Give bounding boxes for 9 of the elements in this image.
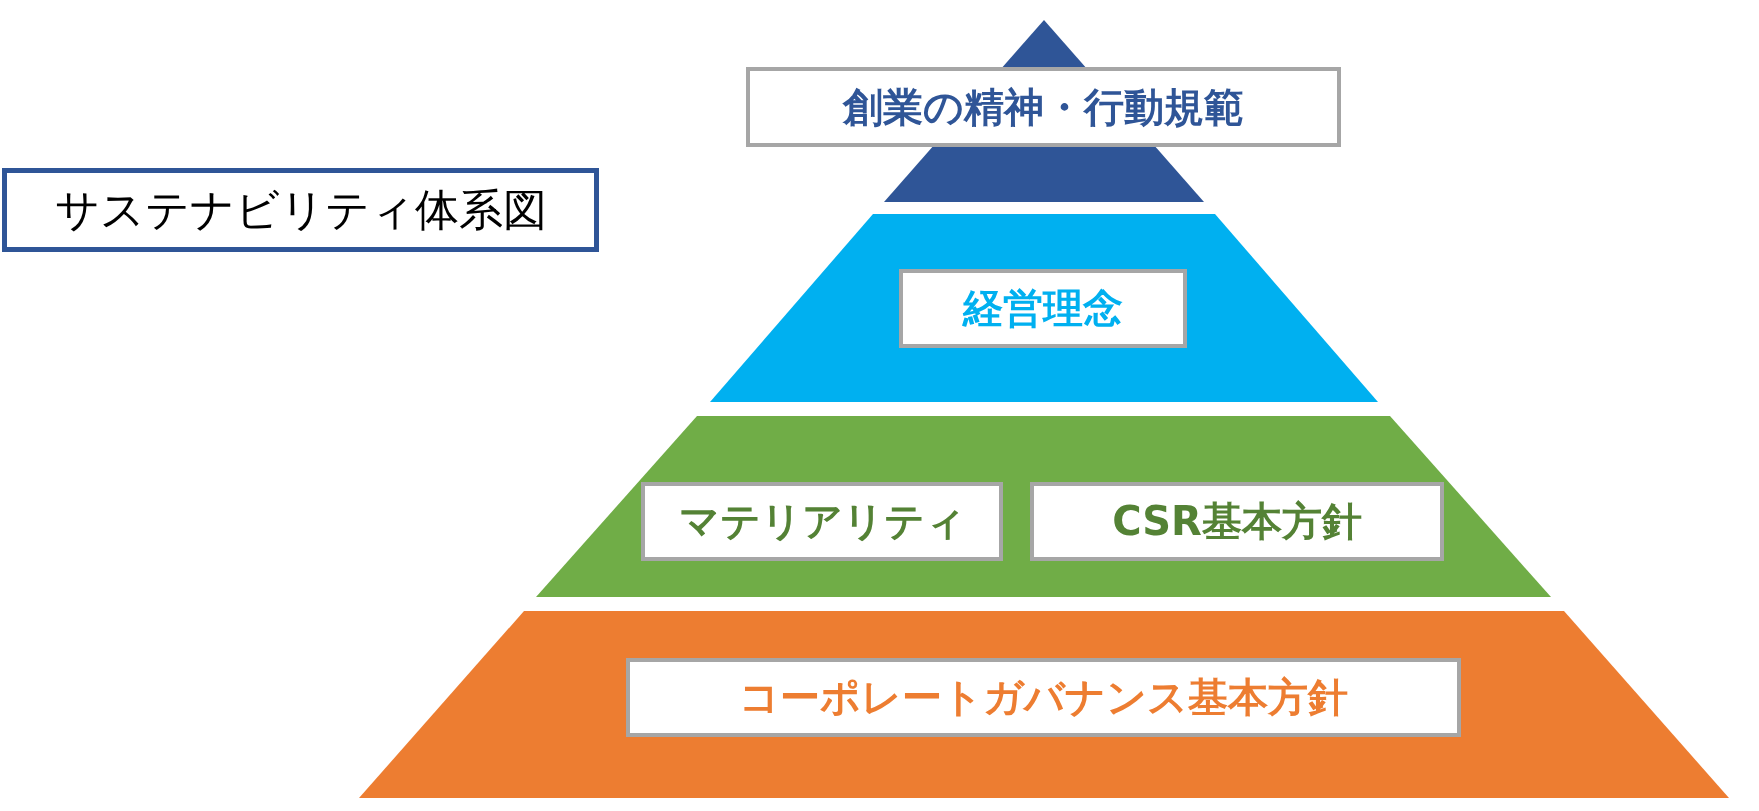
label-box: マテリアリティ [641,482,1003,561]
pyramid-layer [536,416,1551,597]
label-box: CSR基本方針 [1030,482,1444,561]
diagram-title: サステナビリティ体系図 [2,168,599,252]
label-box: 経営理念 [899,269,1187,348]
pyramid-layer [710,214,1378,402]
label-box: コーポレートガバナンス基本方針 [626,658,1461,737]
label-box: 創業の精神・行動規範 [746,67,1341,147]
pyramid-layer [359,611,1729,798]
